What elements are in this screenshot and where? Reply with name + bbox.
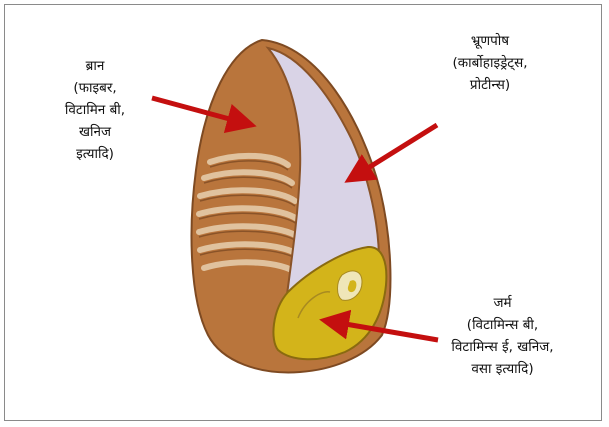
endosperm-label-line: भ्रूणपोष [415,30,565,52]
bran-label-line: (फाइबर, [40,77,150,99]
germ-label-line: वसा इत्यादि) [420,358,585,380]
germ-label-line: विटामिन्स ई, खनिज, [420,336,585,358]
bran-label-line: इत्यादि) [40,143,150,165]
bran-label: ब्रान (फाइबर, विटामिन बी, खनिज इत्यादि) [40,55,150,165]
germ-label-line: (विटामिन्स बी, [420,314,585,336]
germ-label-line: जर्म [420,292,585,314]
germ-label: जर्म (विटामिन्स बी, विटामिन्स ई, खनिज, व… [420,292,585,380]
endosperm-label: भ्रूणपोष (कार्बोहाइड्रेट्स, प्रोटीन्स) [415,30,565,96]
endosperm-label-line: (कार्बोहाइड्रेट्स, [415,52,565,74]
bran-label-line: ब्रान [40,55,150,77]
bran-label-line: खनिज [40,121,150,143]
bran-label-line: विटामिन बी, [40,99,150,121]
endosperm-label-line: प्रोटीन्स) [415,74,565,96]
